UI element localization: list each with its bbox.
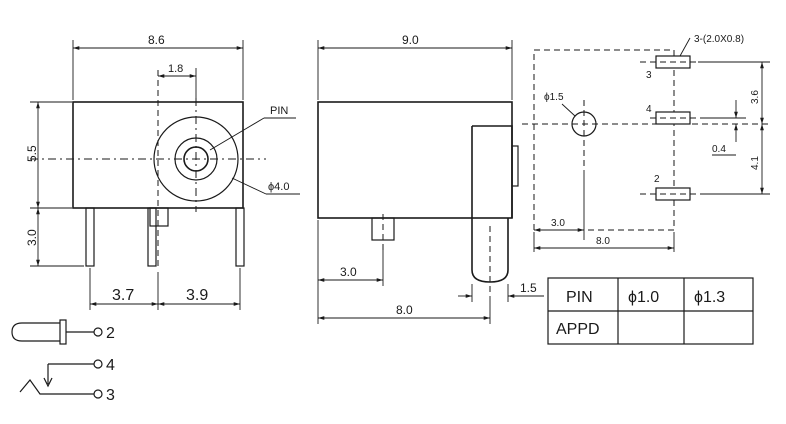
dim-width: 8.6 bbox=[148, 33, 165, 47]
dim-pin-span: 8.0 bbox=[396, 303, 413, 317]
side-body bbox=[317, 101, 513, 219]
slot-spec: 3-(2.0X0.8) bbox=[694, 34, 744, 45]
dim-offset: 1.8 bbox=[168, 63, 183, 75]
front-center-pin bbox=[149, 207, 169, 227]
footprint-outline bbox=[533, 49, 675, 231]
dim-leg: 3.0 bbox=[25, 229, 39, 246]
switch-symbol bbox=[19, 379, 94, 395]
dim-length: 9.0 bbox=[402, 33, 419, 47]
plug-symbol bbox=[11, 322, 60, 342]
dim-pin-offset: 3.0 bbox=[340, 265, 357, 279]
hole-label: ϕ1.5 bbox=[544, 92, 564, 103]
schematic-pin-4: 4 bbox=[106, 357, 115, 374]
dim-top: 3.6 bbox=[750, 90, 761, 104]
dim-hole-offset: 3.0 bbox=[551, 218, 565, 229]
pad-label-4: 4 bbox=[646, 104, 652, 115]
table-header-phi10: ϕ1.0 bbox=[628, 289, 659, 306]
pad-label-2: 2 bbox=[654, 174, 660, 185]
front-leg-left bbox=[85, 207, 95, 267]
side-flange bbox=[471, 125, 513, 283]
label-hole: ϕ4.0 bbox=[268, 181, 289, 193]
table-row-appd: APPD bbox=[556, 321, 600, 338]
schematic-pin-2: 2 bbox=[106, 325, 115, 342]
side-view: 9.0 3.0 8.0 1.5 bbox=[317, 33, 544, 324]
dim-small: 0.4 bbox=[712, 144, 726, 155]
schematic-pin-3: 3 bbox=[106, 387, 115, 404]
dim-thickness: 1.5 bbox=[520, 281, 537, 295]
label-pin: PIN bbox=[270, 105, 288, 117]
dim-span: 8.0 bbox=[596, 236, 610, 247]
dim-height: 5.5 bbox=[25, 145, 39, 162]
schematic-symbol: 2 4 3 bbox=[11, 319, 115, 404]
front-leg-mid bbox=[147, 207, 157, 267]
pin-table: PIN ϕ1.0 ϕ1.3 APPD bbox=[547, 277, 754, 345]
footprint-view: ϕ1.5 3 4 2 3-(2.0X0.8) 3.6 4.1 0.4 3.0 bbox=[522, 34, 770, 252]
front-leg-right bbox=[235, 207, 245, 267]
table-header-pin: PIN bbox=[566, 289, 593, 306]
pad-label-3: 3 bbox=[646, 70, 652, 81]
dim-right: 3.9 bbox=[186, 287, 208, 304]
dim-bottom: 4.1 bbox=[750, 156, 761, 170]
table-header-phi13: ϕ1.3 bbox=[694, 289, 725, 306]
dim-left: 3.7 bbox=[112, 287, 134, 304]
footprint-hole bbox=[571, 111, 597, 137]
front-view: 8.6 1.8 5.5 3.0 3.7 3.9 PIN ϕ4.0 bbox=[25, 33, 300, 310]
